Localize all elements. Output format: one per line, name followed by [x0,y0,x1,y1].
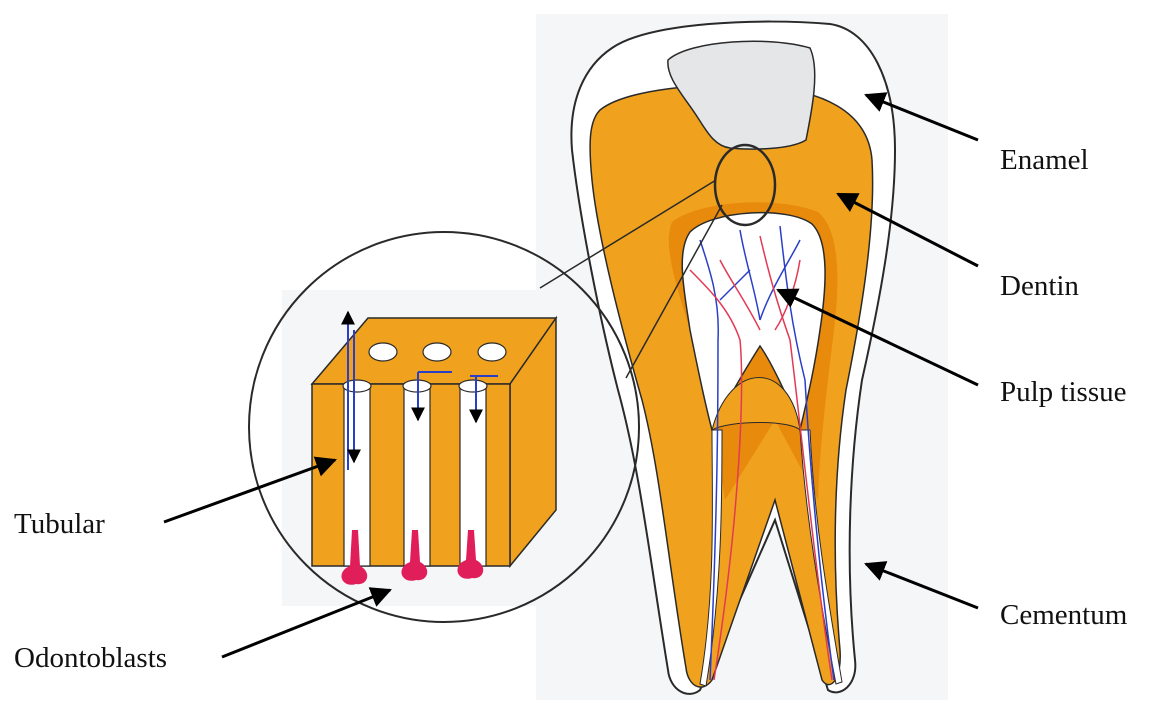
label-tubular: Tubular [14,510,105,539]
tubule-opening [369,343,397,361]
label-dentin: Dentin [1000,272,1079,301]
tubule-opening [423,343,451,361]
label-pulp-tissue: Pulp tissue [1000,378,1127,407]
label-cementum: Cementum [1000,601,1127,630]
label-enamel: Enamel [1000,146,1089,175]
tubule-opening [478,343,506,361]
tubule-opening [459,380,487,392]
label-odontoblasts: Odontoblasts [14,644,167,673]
